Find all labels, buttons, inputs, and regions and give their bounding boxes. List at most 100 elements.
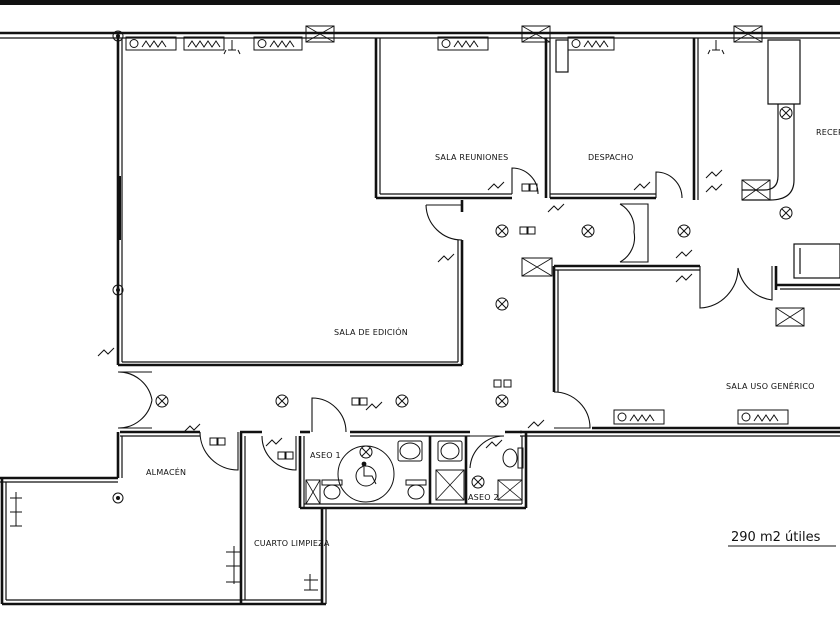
ventilation-grille-icon [521, 25, 551, 43]
data-socket-icon [527, 226, 536, 235]
ceiling-light-icon [395, 394, 409, 408]
hanger-icon [304, 574, 318, 591]
light-switches [97, 169, 723, 449]
power-outlet-icon [112, 284, 124, 296]
data-socket-icon [359, 397, 368, 406]
light-switch-icon [527, 419, 545, 429]
usable-area-label: 290 m2 útiles [731, 530, 821, 545]
door-swing-icon [699, 266, 773, 309]
light-switch-icon [437, 253, 455, 263]
data-socket-icon [285, 451, 294, 460]
room-label-sala-reuniones: SALA REUNIONES [435, 153, 508, 162]
ceiling-light-icon [677, 224, 691, 238]
data-socket-icon [519, 226, 528, 235]
hanger-icon [10, 492, 22, 527]
data-socket-icon [217, 437, 226, 446]
light-switch-icon [633, 181, 651, 191]
room-label-sala-uso-generico: SALA USO GENÉRICO [726, 380, 815, 391]
light-switch-icon [265, 437, 283, 447]
ceiling-light-icon [779, 206, 793, 220]
top-border-band [0, 0, 840, 5]
ceiling-light-icon [495, 224, 509, 238]
toilet-icon [405, 479, 427, 500]
data-socket-icon [521, 183, 530, 192]
door-swing-icon [117, 371, 153, 429]
door-swing-icon [199, 431, 239, 471]
power-outlets [112, 30, 124, 504]
toilet-icon [321, 479, 343, 500]
ceiling-light-icon [275, 394, 289, 408]
reception-counter [742, 39, 840, 279]
door-swing-icon [655, 171, 683, 199]
radiators [125, 36, 789, 425]
door-swing-icon [619, 203, 649, 263]
radiator-icon [567, 36, 615, 51]
ventilation-grille-icon [733, 25, 763, 43]
ventilation-grille-icon [521, 257, 553, 277]
wheelchair-icon [355, 461, 377, 487]
door-swing-icon [261, 435, 297, 471]
data-sockets [209, 183, 538, 460]
door-swing-icon [311, 397, 347, 433]
door-swing-icon [425, 204, 463, 241]
sink-icon [397, 440, 423, 462]
radiator-icon [613, 409, 665, 425]
doors [117, 167, 773, 471]
ceiling-light-icon [495, 297, 509, 311]
radiator-icon [737, 409, 789, 425]
data-socket-icon [493, 379, 502, 388]
ceiling-light-icon [495, 394, 509, 408]
ventilation-grille-icon [435, 469, 465, 501]
hanger-icon [707, 40, 725, 55]
room-label-recepcion: RECEP [816, 128, 840, 137]
hanger-icon [223, 40, 241, 55]
light-switch-icon [675, 273, 693, 283]
light-switch-icon [547, 203, 565, 213]
light-switch-icon [705, 183, 723, 193]
data-socket-icon [503, 379, 512, 388]
radiator-icon [437, 36, 489, 51]
light-switch-icon [485, 439, 503, 449]
data-socket-icon [529, 183, 538, 192]
door-swing-icon [553, 391, 591, 429]
hanger-icon [226, 546, 240, 584]
toilet-icon [502, 447, 524, 469]
ceiling-light-icon [581, 224, 595, 238]
data-socket-icon [209, 437, 218, 446]
ventilation-grille-icon [497, 479, 523, 501]
wheelchair-turning-circle [337, 445, 395, 503]
power-outlet-icon [112, 492, 124, 504]
light-switch-icon [97, 347, 115, 357]
light-switch-icon [675, 249, 693, 259]
room-label-sala-edicion: SALA DE EDICIÓN [334, 326, 408, 337]
door-swing-icon [511, 167, 539, 195]
power-outlet-icon [112, 30, 124, 42]
ventilation-grille-icon [305, 25, 335, 43]
ventilation-grille-icon [305, 479, 321, 505]
data-socket-icon [277, 451, 286, 460]
radiator-icon [125, 36, 177, 51]
data-socket-icon [351, 397, 360, 406]
sink-icon [437, 440, 463, 462]
room-label-aseo-1: ASEO 1 [310, 451, 341, 460]
light-switch-icon [487, 181, 505, 191]
room-label-almacen: ALMACÉN [146, 466, 186, 477]
ventilation-grilles [305, 25, 805, 505]
light-switch-icon [183, 423, 201, 433]
light-switch-icon [365, 401, 383, 411]
ceiling-light-icon [155, 394, 169, 408]
room-label-aseo-2: ASEO 2 [468, 493, 499, 502]
door-swing-icon [469, 435, 505, 469]
light-switch-icon [705, 169, 723, 179]
room-label-cuarto-limpieza: CUARTO LIMPIEZA [254, 539, 330, 548]
column [555, 39, 569, 73]
room-label-despacho: DESPACHO [588, 153, 633, 162]
walls [0, 31, 840, 606]
ceiling-light-icon [359, 445, 373, 459]
radiator-icon [253, 36, 303, 51]
ceiling-light-icon [779, 106, 793, 120]
hangers [10, 40, 725, 591]
radiator-icon [183, 36, 225, 51]
ceiling-light-icon [471, 475, 485, 489]
